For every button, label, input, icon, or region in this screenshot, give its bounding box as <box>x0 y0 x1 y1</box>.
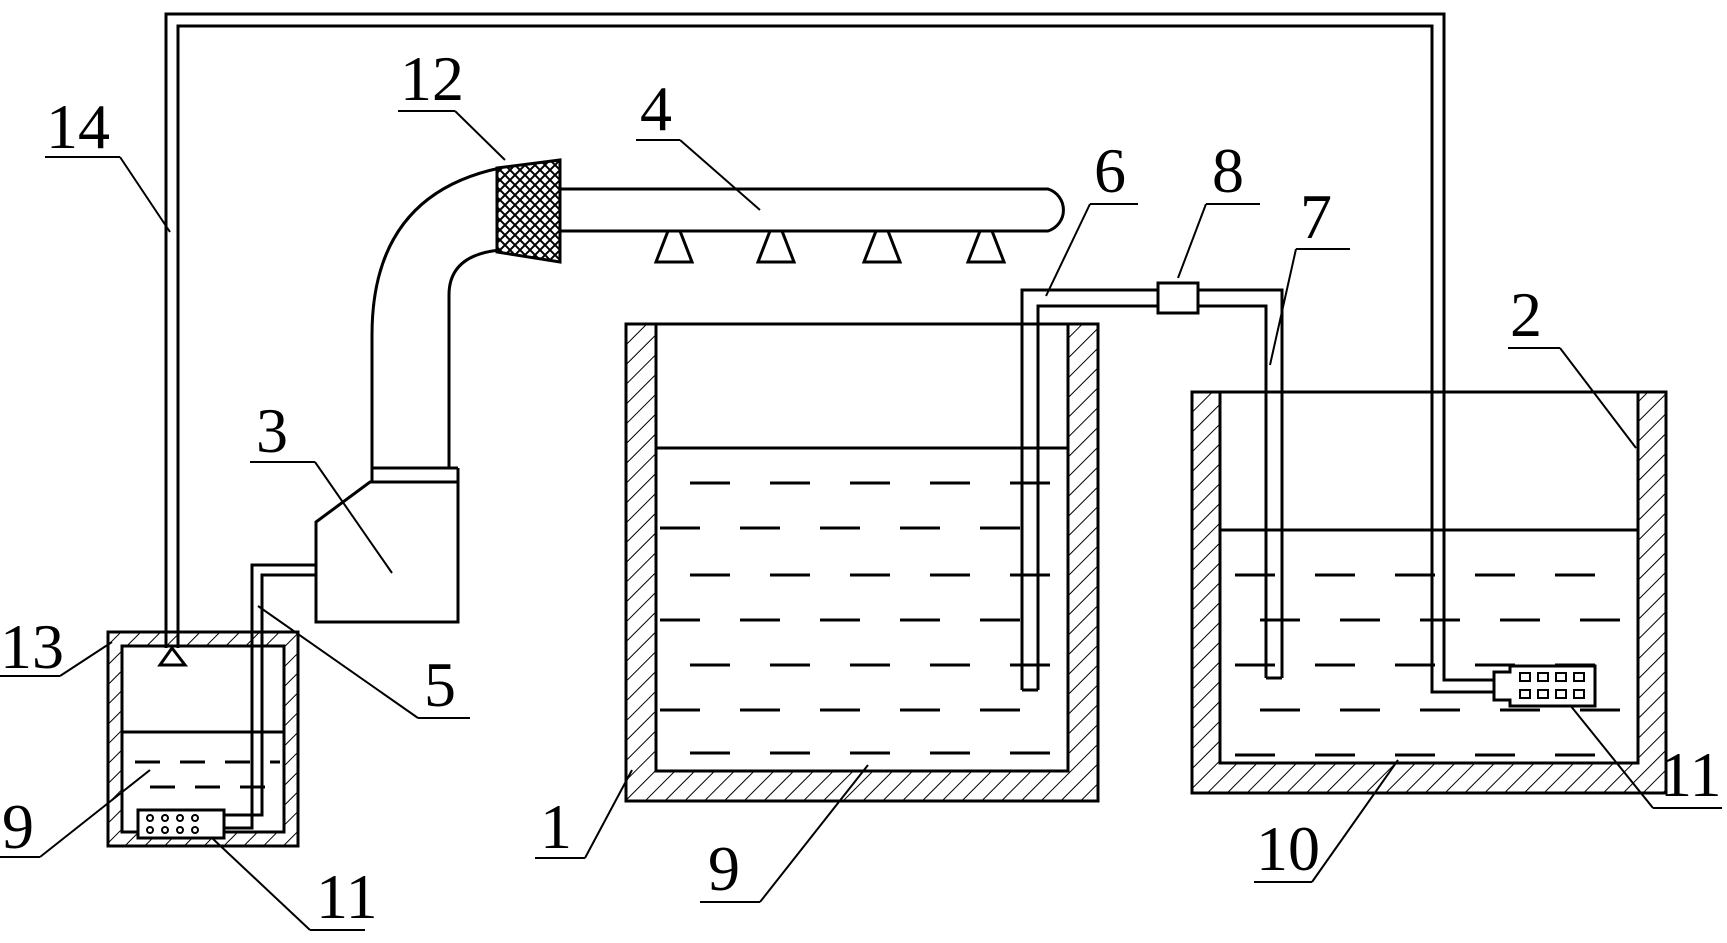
label-8: 8 <box>1212 135 1244 206</box>
duct <box>370 166 501 482</box>
small-tank <box>106 630 300 848</box>
label-2: 2 <box>1510 279 1542 350</box>
label-7: 7 <box>1300 181 1332 252</box>
label-9-tank1: 9 <box>708 833 740 904</box>
label-13: 13 <box>0 611 64 682</box>
label-11-small: 11 <box>316 861 378 932</box>
blower-3 <box>314 480 460 624</box>
label-4: 4 <box>640 73 672 144</box>
tank-1 <box>624 322 1100 803</box>
pipe-6 <box>1020 288 1158 692</box>
label-3: 3 <box>256 395 288 466</box>
filter-12 <box>495 158 562 264</box>
label-1: 1 <box>540 791 572 862</box>
pipe-5 <box>224 563 316 830</box>
tank-1-water <box>660 481 1060 755</box>
labels: 14 12 4 3 5 13 9 11 1 9 6 8 7 2 10 11 <box>0 43 1722 932</box>
valve-8 <box>1156 281 1200 315</box>
aerator-11-tank-2 <box>1492 664 1597 708</box>
pipe-7 <box>1198 288 1284 680</box>
label-5: 5 <box>424 649 456 720</box>
tank-2 <box>1190 390 1668 795</box>
label-6: 6 <box>1094 135 1126 206</box>
label-14: 14 <box>46 91 110 162</box>
label-9-small: 9 <box>2 791 34 862</box>
nozzle-icon <box>157 645 189 667</box>
label-12: 12 <box>400 43 464 114</box>
spray-pipe-4 <box>560 187 1065 264</box>
label-10: 10 <box>1256 813 1320 884</box>
label-11-tank2: 11 <box>1660 739 1722 810</box>
leader-lines <box>0 110 1722 931</box>
